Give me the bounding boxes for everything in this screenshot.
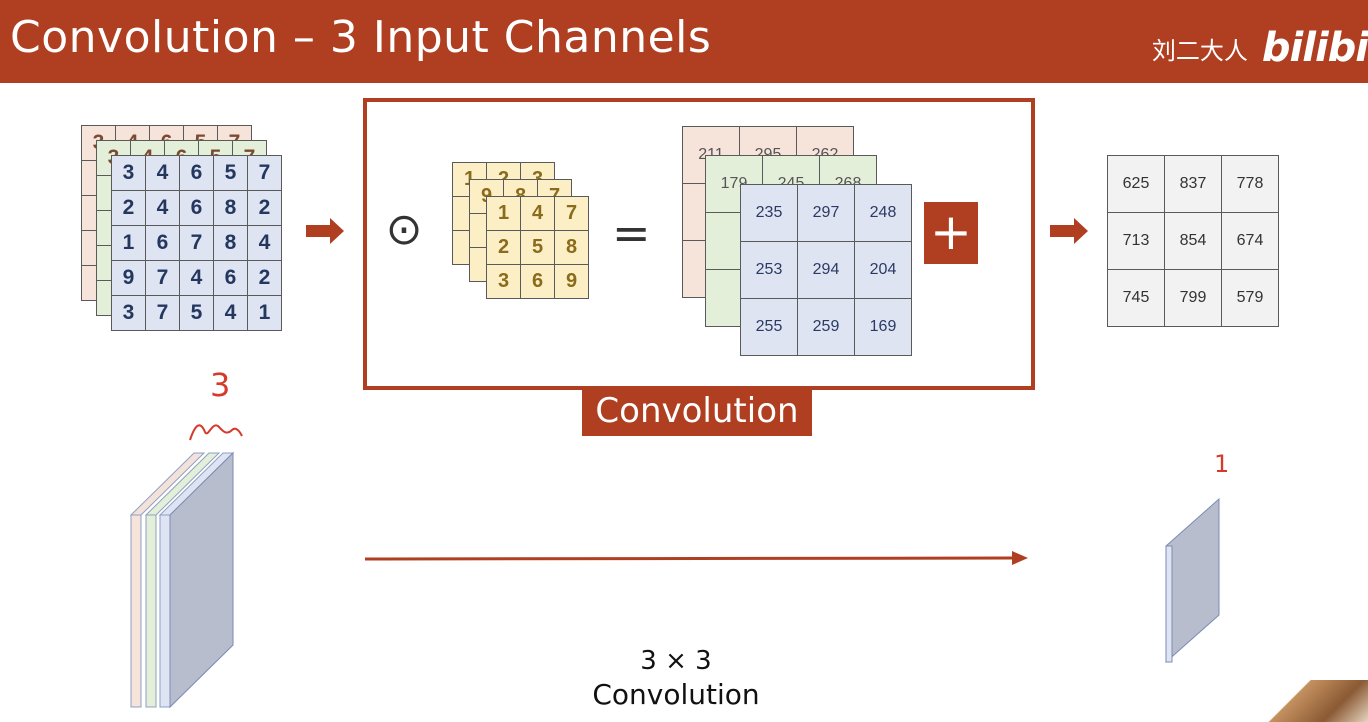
matrix-cell: 8 bbox=[213, 225, 248, 261]
matrix-cell: 169 bbox=[854, 298, 912, 356]
arrow-right-icon bbox=[1050, 218, 1088, 244]
matrix-cell: 713 bbox=[1107, 212, 1165, 270]
result-channel-blue: 235 297 248 253 294 204 255 259 169 bbox=[740, 184, 912, 356]
matrix-cell: 7 bbox=[145, 295, 180, 331]
convolution-label: Convolution bbox=[582, 386, 812, 436]
kernel-channel-front: 1 4 7 2 5 8 3 6 9 bbox=[486, 196, 589, 299]
matrix-row: 255 259 169 bbox=[740, 298, 912, 356]
matrix-cell: 1 bbox=[111, 225, 146, 261]
author-name: 刘二大人 bbox=[1151, 36, 1248, 65]
matrix-cell: 1 bbox=[247, 295, 282, 331]
output-channel-annotation: 1 bbox=[1214, 450, 1230, 478]
slide-title: Convolution – 3 Input Channels bbox=[10, 12, 712, 63]
webcam-overlay bbox=[1256, 680, 1368, 722]
matrix-cell: 6 bbox=[179, 190, 214, 226]
matrix-row: 1 4 7 bbox=[486, 196, 589, 231]
matrix-row: 3 7 5 4 1 bbox=[111, 295, 282, 331]
matrix-cell: 778 bbox=[1221, 155, 1279, 213]
matrix-cell: 259 bbox=[797, 298, 855, 356]
handwritten-brace bbox=[189, 424, 243, 441]
kernel-size-caption: 3 × 3 bbox=[640, 646, 712, 676]
matrix-cell: 4 bbox=[213, 295, 248, 331]
matrix-cell: 7 bbox=[145, 260, 180, 296]
output-matrix: 625 837 778 713 854 674 745 799 579 bbox=[1107, 155, 1279, 327]
matrix-row: 713 854 674 bbox=[1107, 212, 1279, 270]
matrix-row: 253 294 204 bbox=[740, 241, 912, 299]
matrix-cell: 204 bbox=[854, 241, 912, 299]
title-bar: Convolution – 3 Input Channels 刘二大人 bili… bbox=[0, 0, 1368, 83]
input-volume bbox=[129, 451, 235, 709]
matrix-cell: 297 bbox=[797, 184, 855, 242]
matrix-cell: 4 bbox=[520, 196, 555, 231]
matrix-cell: 9 bbox=[554, 264, 589, 299]
matrix-cell: 745 bbox=[1107, 269, 1165, 327]
matrix-row: 2 5 8 bbox=[486, 230, 589, 265]
matrix-row: 235 297 248 bbox=[740, 184, 912, 242]
channel-count-annotation: 3 bbox=[210, 366, 231, 404]
matrix-cell: 6 bbox=[520, 264, 555, 299]
bilibili-logo: bilibi bbox=[1261, 25, 1368, 71]
arrow-right-icon bbox=[306, 218, 344, 244]
matrix-row: 745 799 579 bbox=[1107, 269, 1279, 327]
convolution-flow-arrow bbox=[364, 556, 1017, 561]
watermark: 刘二大人 bilibi bbox=[1151, 25, 1368, 71]
matrix-cell: 674 bbox=[1221, 212, 1279, 270]
matrix-cell: 2 bbox=[247, 190, 282, 226]
matrix-cell: 854 bbox=[1164, 212, 1222, 270]
matrix-cell: 3 bbox=[111, 155, 146, 191]
matrix-cell: 625 bbox=[1107, 155, 1165, 213]
matrix-cell: 7 bbox=[554, 196, 589, 231]
matrix-cell: 255 bbox=[740, 298, 798, 356]
matrix-cell: 4 bbox=[179, 260, 214, 296]
matrix-cell: 294 bbox=[797, 241, 855, 299]
input-channel-blue: 3 4 6 5 7 2 4 6 8 2 1 6 7 8 4 9 7 4 6 2 … bbox=[111, 155, 282, 331]
matrix-cell: 4 bbox=[247, 225, 282, 261]
equals-sign: = bbox=[612, 206, 651, 260]
matrix-cell: 5 bbox=[179, 295, 214, 331]
matrix-cell: 579 bbox=[1221, 269, 1279, 327]
output-volume bbox=[1165, 497, 1220, 664]
matrix-row: 1 6 7 8 4 bbox=[111, 225, 282, 261]
matrix-cell: 3 bbox=[111, 295, 146, 331]
matrix-row: 3 6 9 bbox=[486, 264, 589, 299]
arrow-head-icon bbox=[1012, 551, 1028, 565]
elementwise-product-icon: ⊙ bbox=[385, 204, 423, 255]
matrix-row: 2 4 6 8 2 bbox=[111, 190, 282, 226]
sum-plus-icon: + bbox=[924, 202, 978, 264]
matrix-cell: 8 bbox=[213, 190, 248, 226]
operation-caption: Convolution bbox=[592, 678, 760, 711]
